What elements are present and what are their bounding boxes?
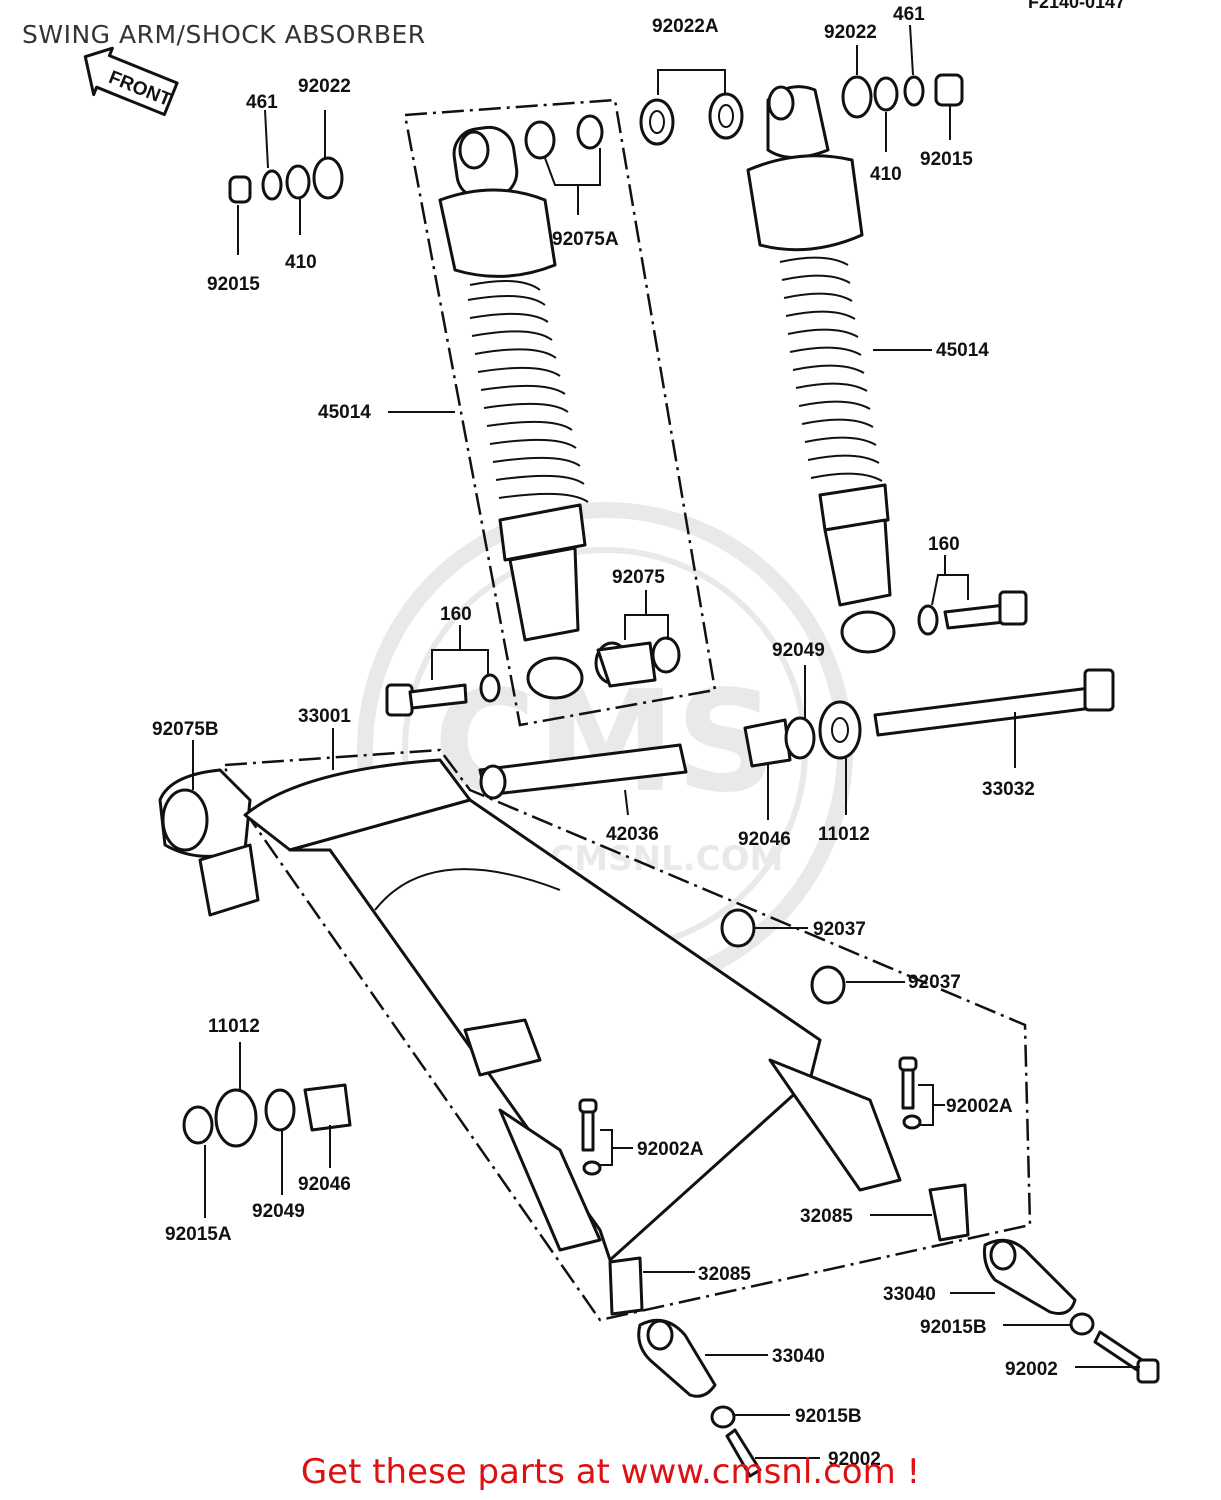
callout-160-right: 160: [928, 534, 960, 555]
callout-32085-right: 32085: [800, 1206, 853, 1227]
callout-92046-bottom: 92046: [298, 1174, 351, 1195]
callout-92002-right: 92002: [1005, 1359, 1058, 1380]
callout-92075a: 92075A: [552, 229, 619, 250]
bolts-92002a: [578, 1056, 922, 1176]
bolt-160-right: [917, 590, 1028, 636]
callout-92002-left: 92002: [828, 1449, 881, 1470]
callout-92046-top: 92046: [738, 829, 791, 850]
callout-45014-left: 45014: [318, 402, 371, 423]
callout-92015-right: 92015: [920, 149, 973, 170]
pivot-bushing-set-bottom: [182, 1083, 352, 1148]
swing-arm-33001: [158, 743, 1032, 1322]
callout-92075: 92075: [612, 567, 665, 588]
callout-461-left: 461: [246, 92, 278, 113]
callout-92022-right: 92022: [824, 22, 877, 43]
callout-labels: 92022 461 92015 410 92022A 92075A 92022 …: [152, 4, 1058, 1470]
callout-92022-left: 92022: [298, 76, 351, 97]
pivot-bushing-set-top: [743, 700, 862, 768]
callout-92015b-left: 92015B: [795, 1406, 862, 1427]
brackets-32085: [608, 1183, 970, 1316]
callout-92002a-left: 92002A: [637, 1139, 704, 1160]
bolt-160-left: [385, 673, 501, 717]
callout-33040-left: 33040: [772, 1346, 825, 1367]
callout-32085-left: 32085: [698, 1264, 751, 1285]
callout-42036: 42036: [606, 824, 659, 845]
callout-92002a-right: 92002A: [946, 1096, 1013, 1117]
pivot-bolt-33032: [873, 668, 1115, 737]
right-top-hardware: [841, 73, 964, 119]
callout-92022a: 92022A: [652, 16, 719, 37]
left-shock-absorber: [438, 125, 589, 700]
callout-410-left: 410: [285, 252, 317, 273]
front-arrow-tag: FRONT: [83, 46, 179, 117]
callout-11012-bottom: 11012: [208, 1016, 260, 1037]
callout-92037-b: 92037: [908, 972, 961, 993]
shop-link-banner[interactable]: Get these parts at www.cmsnl.com !: [300, 1452, 921, 1492]
callout-461-right: 461: [893, 4, 925, 25]
leader-lines: [192, 24, 1140, 1459]
callout-33032: 33032: [982, 779, 1035, 800]
callout-33040-right: 33040: [883, 1284, 936, 1305]
adjusters-33040: [637, 1238, 1160, 1478]
seals-92037: [720, 908, 846, 1005]
callout-11012-top: 11012: [818, 824, 870, 845]
callout-45014-right: 45014: [936, 340, 989, 361]
callout-92015-left: 92015: [207, 274, 260, 295]
callout-92037-a: 92037: [813, 919, 866, 940]
callout-92015b-right: 92015B: [920, 1317, 987, 1338]
callout-410-right: 410: [870, 164, 902, 185]
bushings-92075: [594, 636, 681, 688]
right-shock-absorber: [746, 85, 896, 654]
washers-92022a: [639, 92, 744, 146]
callout-92049-top: 92049: [772, 640, 825, 661]
left-top-hardware: [228, 114, 604, 204]
callout-92049-bottom: 92049: [252, 1201, 305, 1222]
callout-33001: 33001: [298, 706, 351, 727]
left-shock-outline: [403, 98, 717, 727]
callout-92015a: 92015A: [165, 1224, 232, 1245]
callout-160-left: 160: [440, 604, 472, 625]
callout-92075b: 92075B: [152, 719, 219, 740]
figure-code: F2140-0147: [1028, 0, 1126, 12]
page-title: SWING ARM/SHOCK ABSORBER: [22, 20, 426, 49]
